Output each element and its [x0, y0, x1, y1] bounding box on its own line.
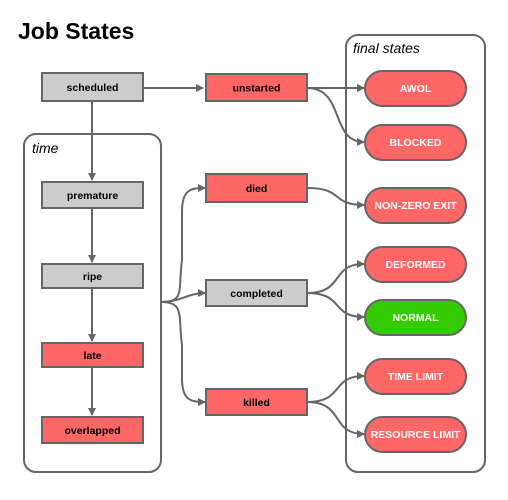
edge-time-died — [161, 184, 206, 303]
state-died: died — [205, 173, 308, 203]
state-ripe-label: ripe — [83, 271, 102, 283]
state-unstarted: unstarted — [205, 73, 308, 102]
edge-died-nonzero — [306, 187, 365, 209]
state-overlapped-label: overlapped — [64, 425, 120, 437]
page-title: Job States — [18, 18, 135, 44]
state-killed: killed — [205, 388, 308, 416]
edge-completed-normal — [306, 292, 365, 321]
edge-unstarted-blocked — [306, 87, 365, 146]
edge-completed-deformed — [306, 260, 365, 294]
final-state-resource-limit-label: RESOURCE LIMIT — [371, 429, 461, 441]
final-states-group-label: final states — [353, 40, 420, 56]
edge-killed-time-limit — [306, 372, 365, 403]
final-state-time-limit: TIME LIMIT — [364, 358, 467, 395]
edges — [88, 84, 365, 438]
state-completed-label: completed — [230, 288, 283, 300]
final-state-time-limit-label: TIME LIMIT — [388, 371, 444, 383]
state-late: late — [41, 342, 144, 368]
state-scheduled-label: scheduled — [67, 82, 119, 94]
edge-time-completed — [161, 289, 206, 303]
edge-killed-resource-limit — [306, 401, 365, 438]
final-state-awol-label: AWOL — [400, 83, 432, 95]
final-state-normal-label: NORMAL — [392, 312, 439, 324]
state-premature: premature — [41, 181, 144, 209]
final-state-normal: NORMAL — [364, 299, 467, 336]
state-late-label: late — [83, 350, 101, 362]
state-completed: completed — [205, 279, 308, 307]
final-state-resource-limit: RESOURCE LIMIT — [364, 416, 467, 453]
state-unstarted-label: unstarted — [233, 83, 281, 95]
state-ripe: ripe — [41, 263, 144, 289]
state-died-label: died — [246, 183, 268, 195]
final-state-nonzero-exit-label: NON-ZERO EXIT — [374, 200, 457, 212]
final-state-awol: AWOL — [364, 70, 467, 107]
state-overlapped: overlapped — [41, 416, 144, 444]
time-group-label: time — [32, 140, 59, 156]
edge-time-killed — [161, 301, 206, 406]
final-states-group: final states — [345, 34, 486, 473]
final-state-blocked-label: BLOCKED — [390, 137, 442, 149]
state-killed-label: killed — [243, 397, 270, 409]
state-premature-label: premature — [67, 190, 119, 202]
final-state-nonzero-exit: NON-ZERO EXIT — [364, 187, 467, 224]
state-scheduled: scheduled — [41, 72, 144, 102]
final-state-deformed-label: DEFORMED — [385, 259, 446, 271]
final-state-blocked: BLOCKED — [364, 124, 467, 161]
final-state-deformed: DEFORMED — [364, 246, 467, 283]
